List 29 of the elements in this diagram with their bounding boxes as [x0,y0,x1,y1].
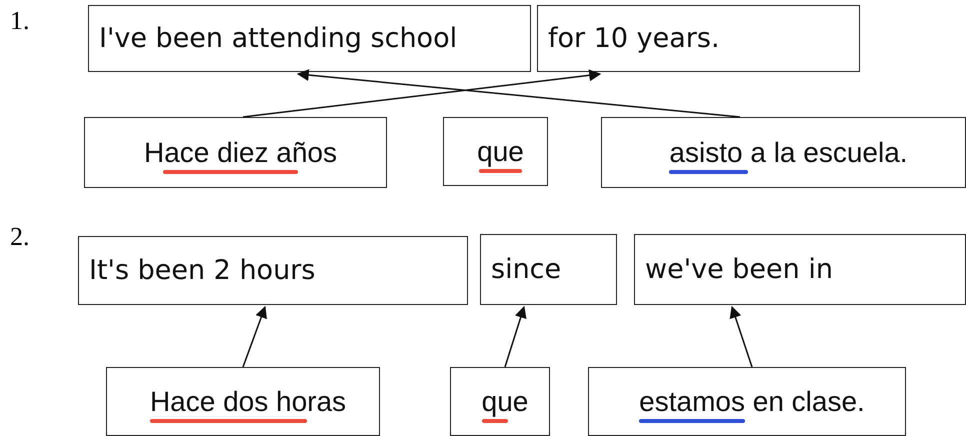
handwritten-text: we've been in [645,254,833,285]
phrase-text: asisto a la escuela. [669,136,908,168]
arrow [296,69,740,118]
phrase-box [601,117,966,188]
phrase-box [588,367,906,436]
translation-box [537,5,860,72]
phrase-text: Hace diez años [144,136,337,168]
phrase-box [450,367,550,436]
translation-box [480,234,617,305]
arrow [242,306,267,368]
arrow [242,69,602,118]
handwritten-text: It's been 2 hours [89,255,316,286]
phrase-text: que [477,136,524,168]
phrase-text: que [482,386,528,418]
translation-box [634,234,966,305]
phrase-box [443,117,548,186]
handwritten-text: for 10 years. [548,23,720,54]
phrase-box [84,117,387,188]
translation-box [88,5,531,72]
phrase-box [106,367,380,436]
handwritten-text: since [491,254,562,285]
phrase-text: Hace dos horas [150,386,346,418]
phrase-text: estamos en clase. [639,386,865,418]
handwritten-text: I've been attending school [99,23,458,54]
item-number: 1. [10,6,30,36]
arrow [504,306,526,368]
item-number: 2. [10,222,30,252]
translation-box [78,236,468,305]
arrow [730,306,753,368]
